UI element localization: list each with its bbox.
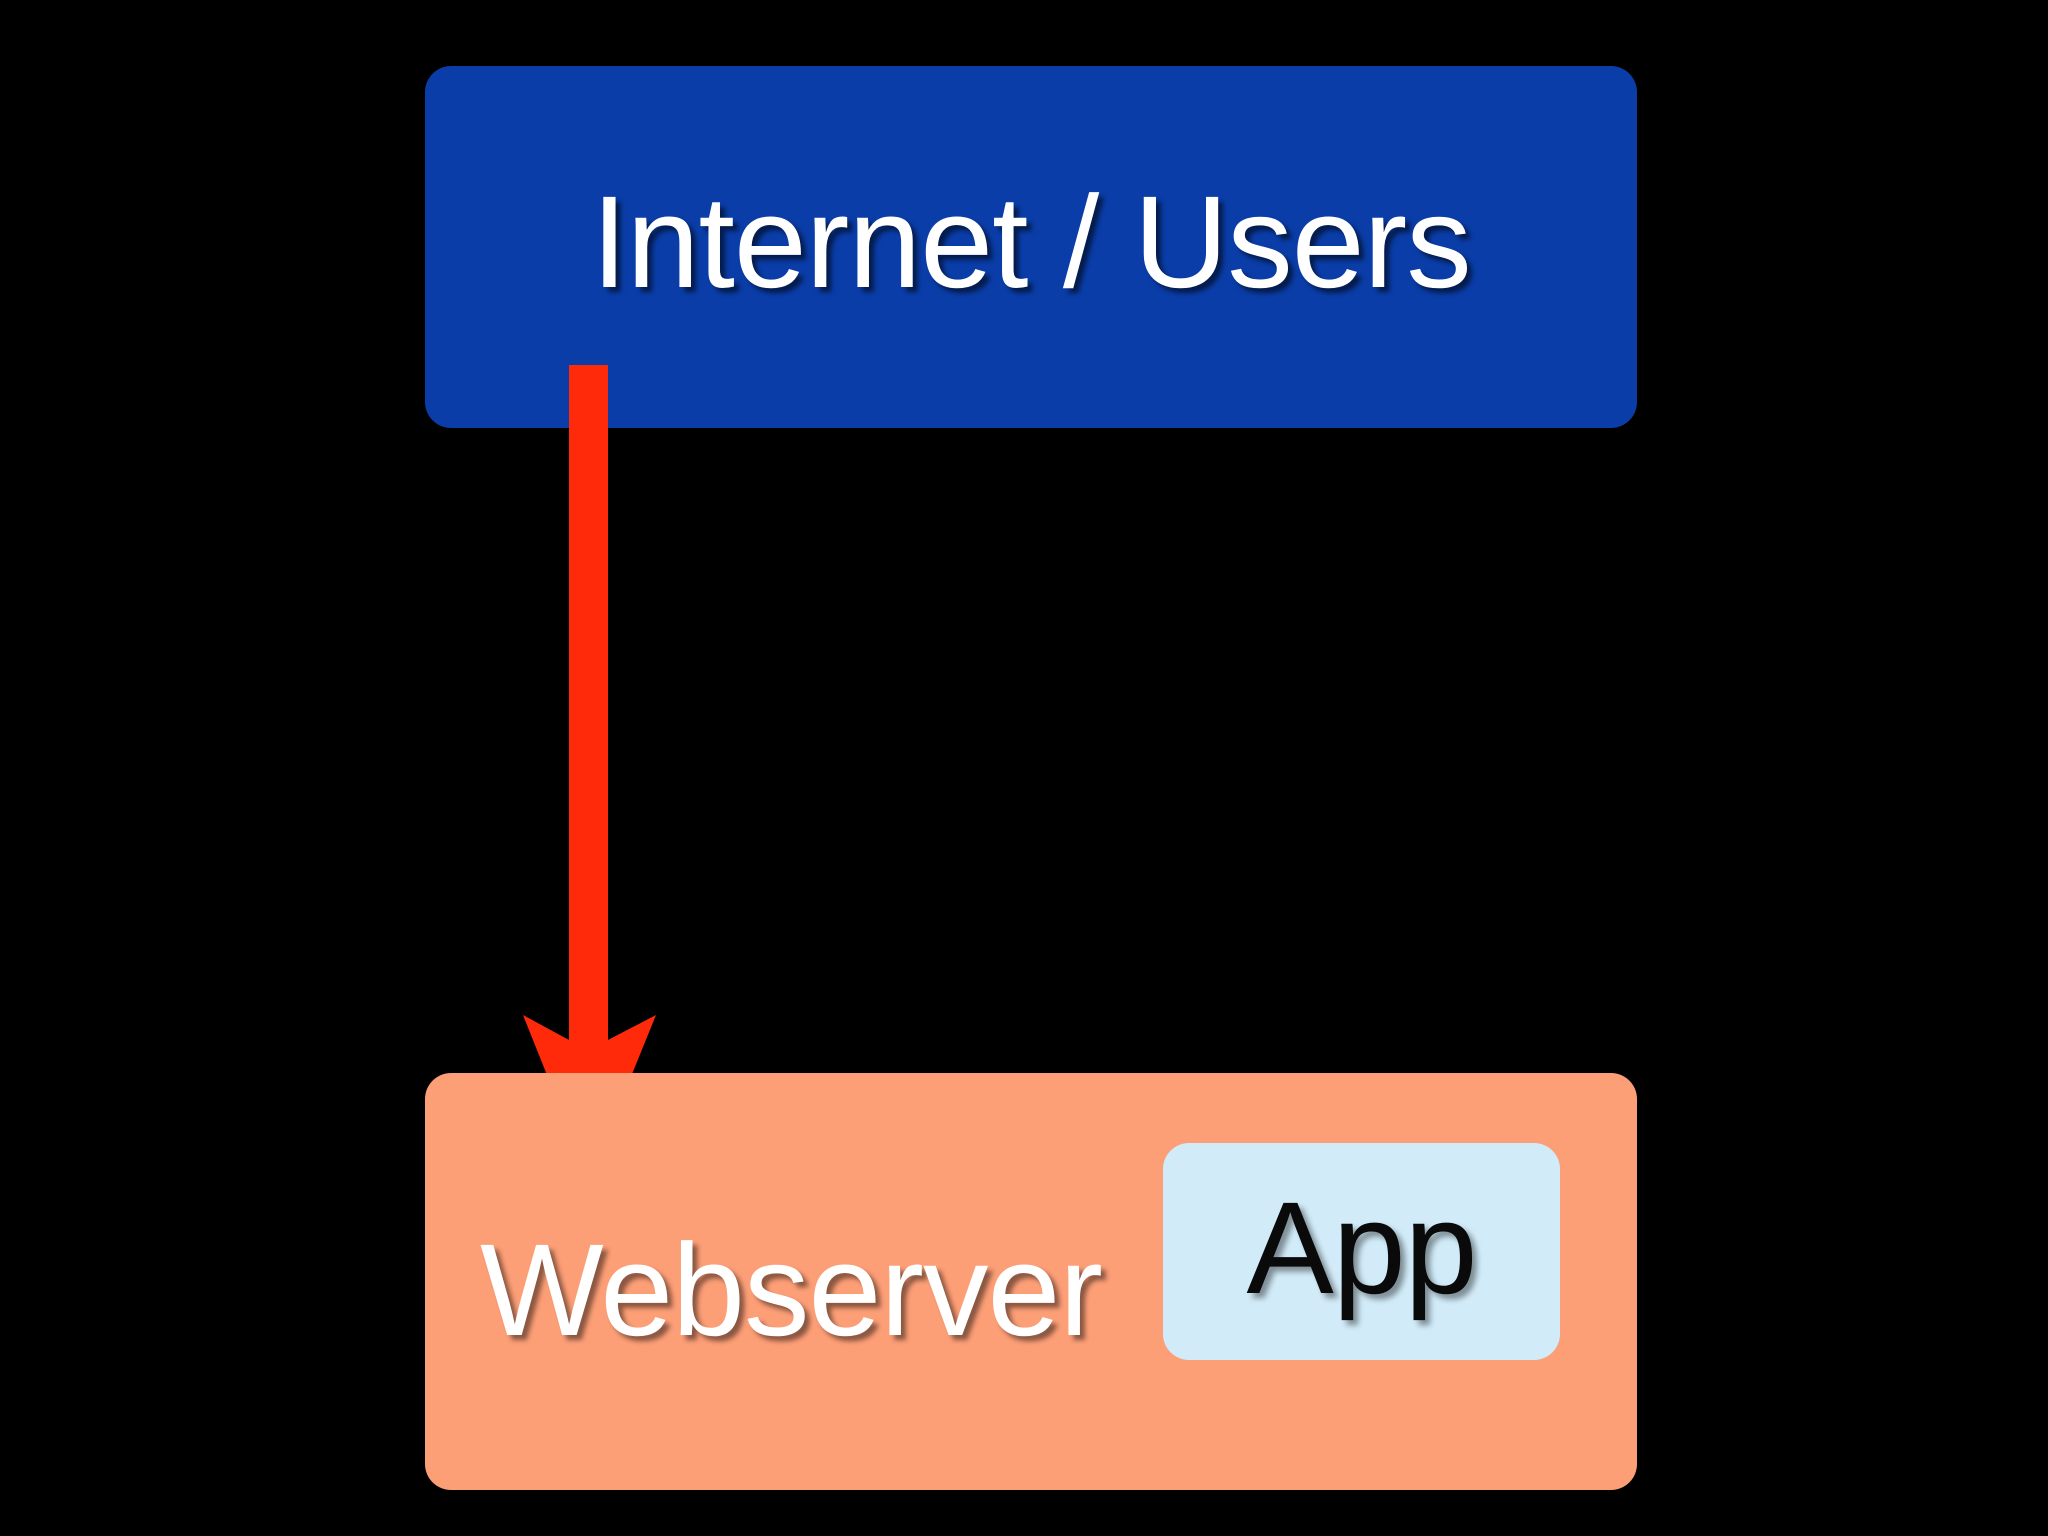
node-app-label: App (1246, 1174, 1477, 1321)
arrow-shaft (569, 365, 608, 1055)
node-app[interactable]: App (1163, 1143, 1560, 1360)
node-internet-users-label: Internet / Users (591, 167, 1472, 315)
node-webserver-label: Webserver (480, 1216, 1103, 1363)
node-internet-users[interactable]: Internet / Users (425, 66, 1637, 428)
